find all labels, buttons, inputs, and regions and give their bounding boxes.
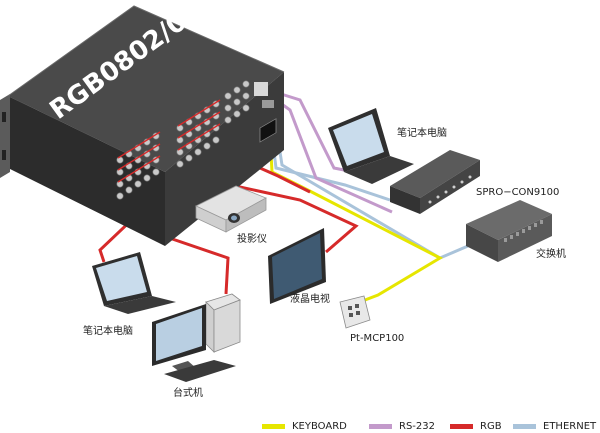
label-laptop-top: 笔记本电脑 — [397, 128, 447, 139]
label-panel: Pt-MCP100 — [350, 333, 405, 344]
label-controller: SPRO−CON9100 — [476, 187, 560, 198]
projector-device — [195, 185, 267, 233]
legend-item-rs232: RS-232 — [369, 419, 435, 433]
switch-device — [466, 200, 552, 262]
legend-item-ethernet: ETHERNET — [513, 419, 596, 433]
laptop-bottom-device — [92, 252, 176, 314]
label-desktop: 台式机 — [173, 388, 203, 399]
legend-label-rgb: RGB — [480, 420, 502, 432]
controller-device — [390, 150, 480, 214]
legend-swatch-rs232 — [369, 423, 392, 429]
laptop-top-device — [328, 108, 414, 184]
legend-swatch-ethernet — [513, 423, 536, 429]
label-laptop-bottom: 笔记本电脑 — [83, 326, 133, 337]
desktop-device — [152, 293, 241, 382]
label-switch: 交换机 — [536, 249, 566, 260]
label-projector: 投影仪 — [237, 234, 267, 245]
panel-device — [339, 295, 371, 329]
label-tv: 液晶电视 — [290, 294, 330, 305]
legend-swatch-rgb — [450, 423, 473, 429]
tv-device — [268, 228, 326, 304]
legend-label-ethernet: ETHERNET — [543, 420, 597, 432]
legend-item-keyboard: KEYBOARD — [262, 419, 347, 433]
legend-swatch-keyboard — [262, 423, 285, 429]
legend-label-rs232: RS-232 — [399, 420, 435, 432]
legend-label-keyboard: KEYBOARD — [292, 420, 347, 432]
legend-item-rgb: RGB — [450, 419, 502, 433]
